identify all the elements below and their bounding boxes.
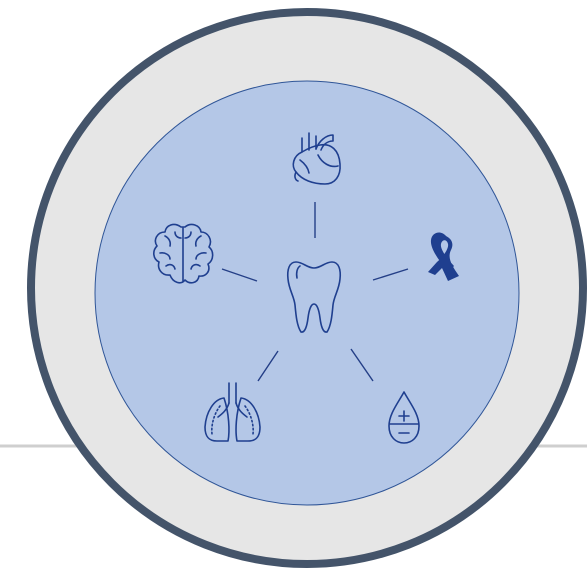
heart-icon (292, 132, 341, 185)
connector-lines (221, 202, 409, 382)
lungs-icon (204, 382, 261, 442)
connector-ribbon (372, 268, 409, 281)
awareness-ribbon-icon (428, 232, 459, 281)
connector-lungs (257, 350, 279, 382)
brain-icon (153, 223, 214, 284)
inner-circle (94, 80, 520, 506)
connector-brain (221, 268, 258, 282)
connector-blood (350, 348, 374, 382)
tooth-icon (286, 261, 342, 333)
blood-drop-plus-minus-icon (388, 391, 420, 444)
